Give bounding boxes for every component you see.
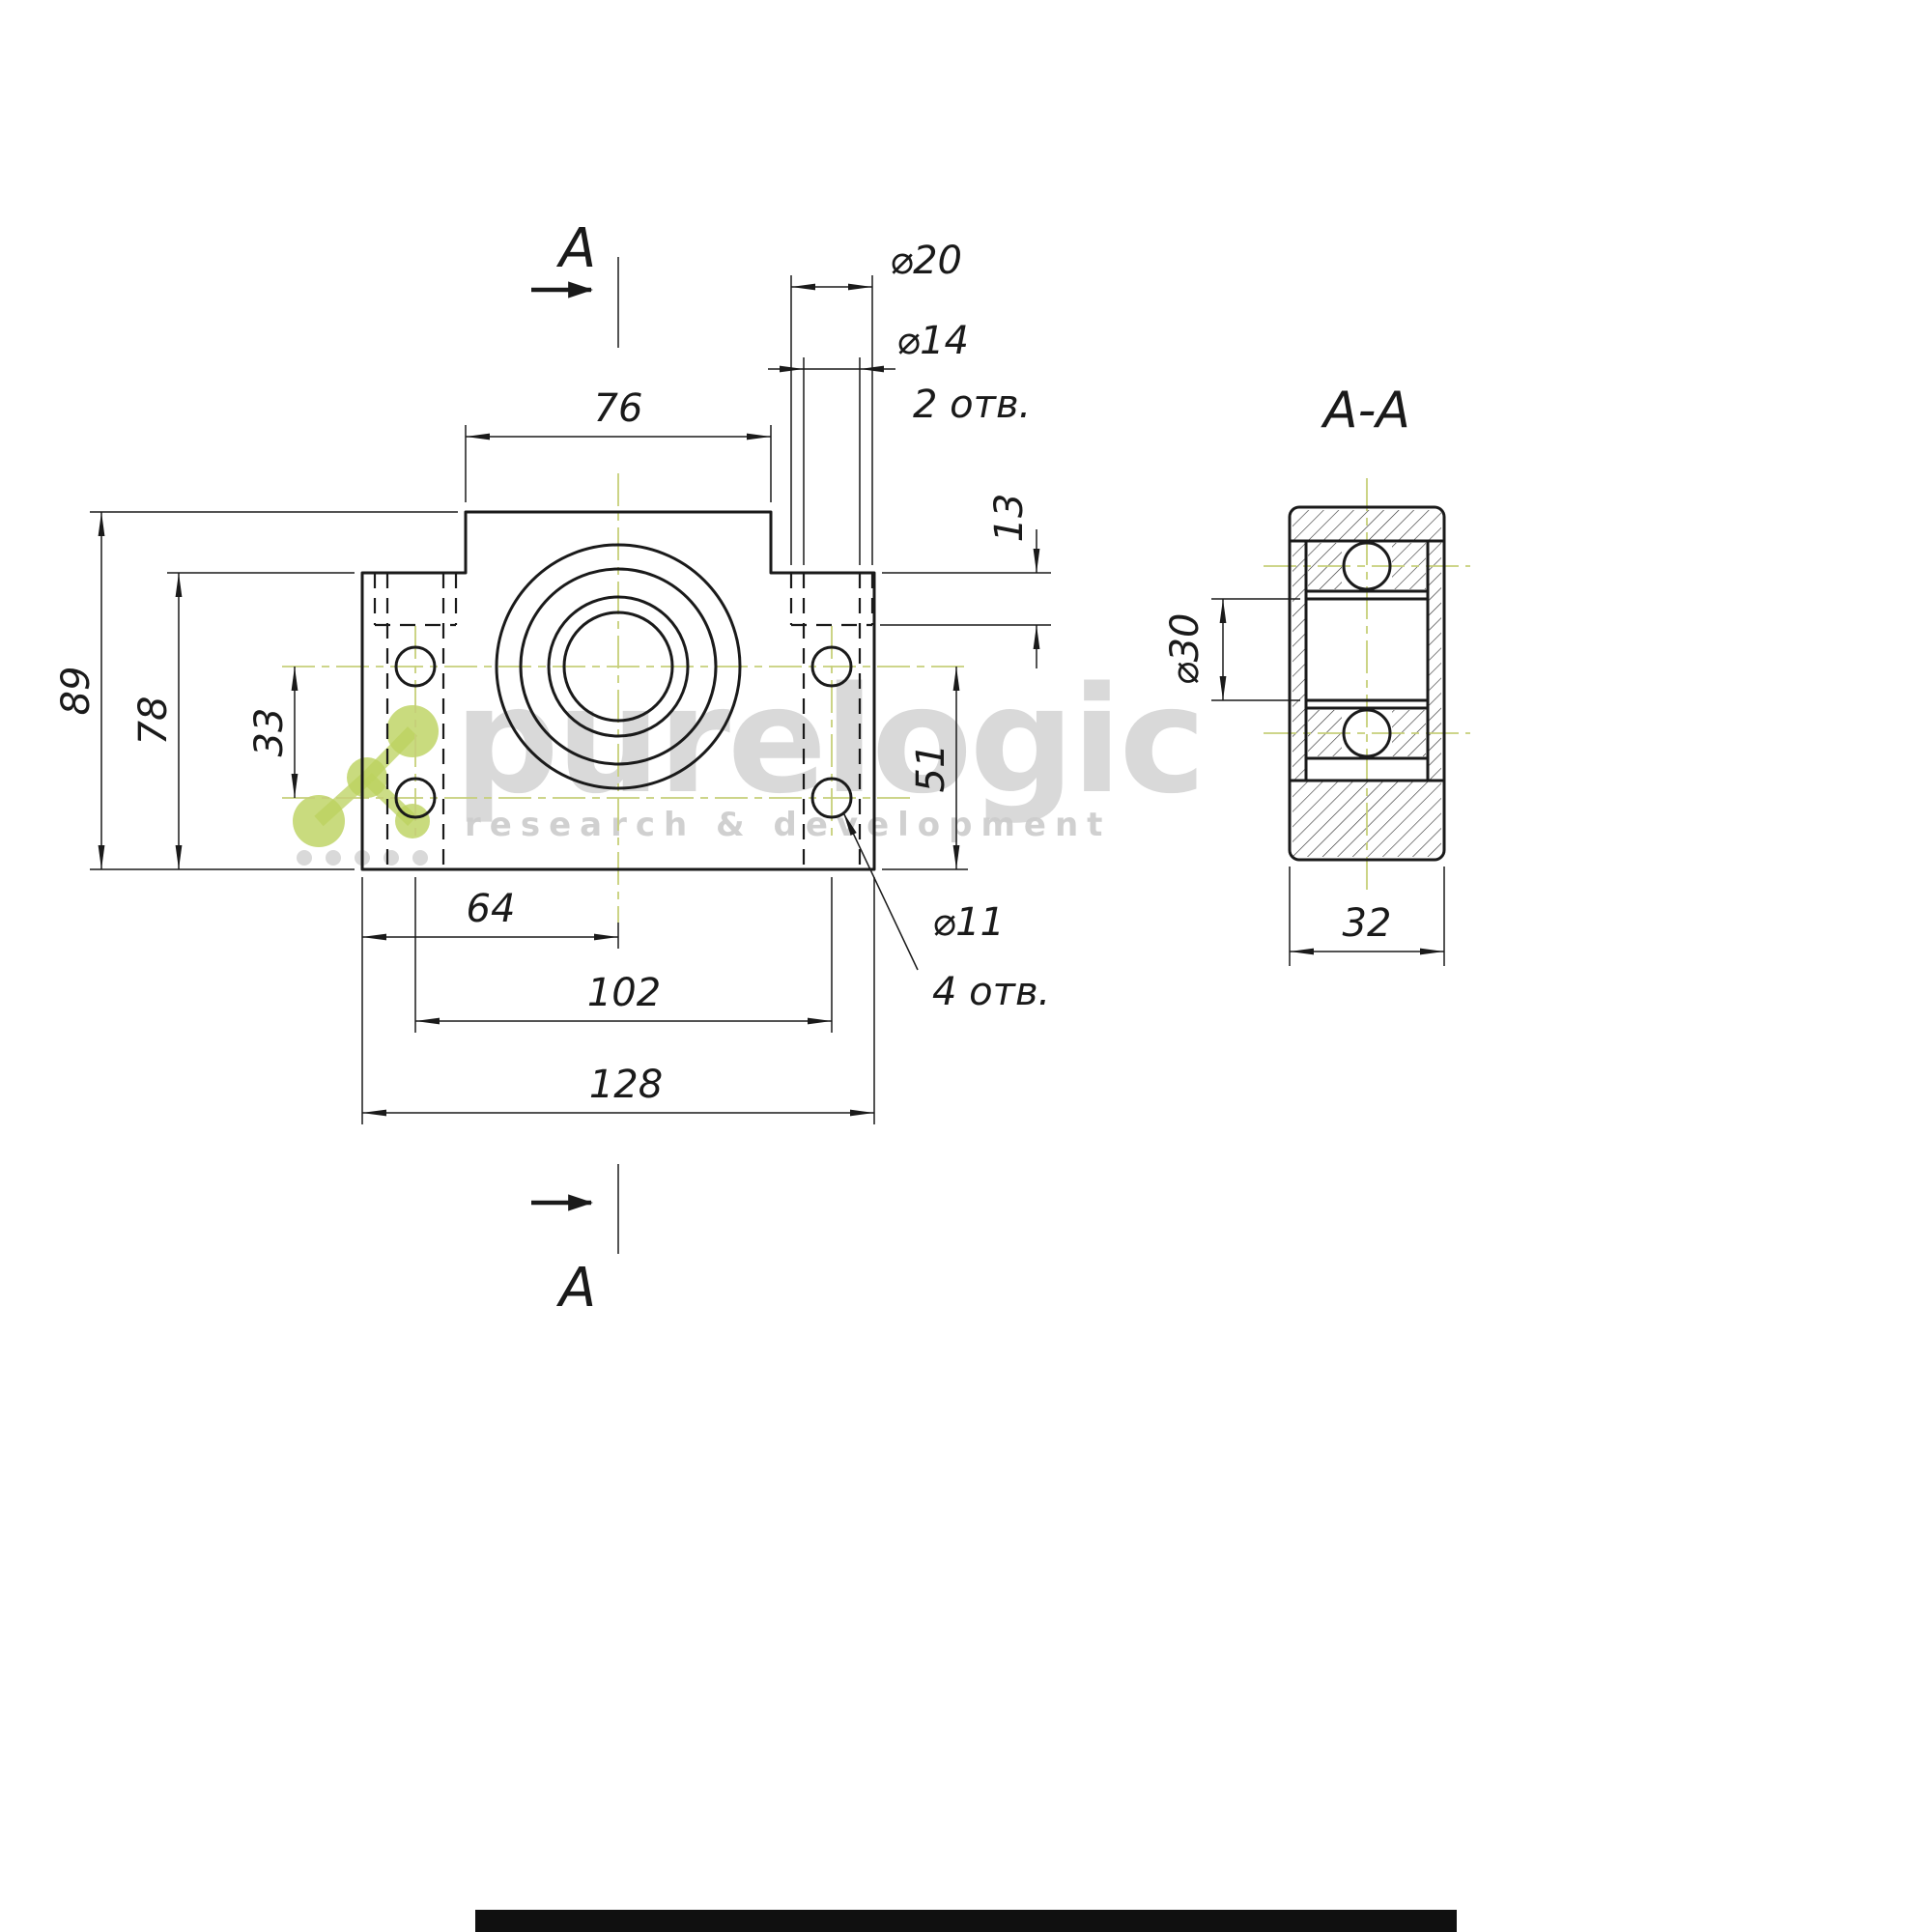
dim-64: 64 [361, 877, 619, 1124]
dim-76-label: 76 [594, 386, 643, 431]
dim-32-label: 32 [1343, 901, 1392, 946]
dim-dia14-note: 2 отв. [913, 383, 1031, 427]
section-view: A-A [1163, 382, 1470, 966]
dim-dia11-label: ⌀11 [932, 900, 1005, 945]
dim-dia20-label: ⌀20 [890, 239, 962, 283]
dim-51: 51 [882, 667, 968, 870]
dim-dia11: ⌀11 4 отв. [842, 811, 1050, 1014]
hidden-hole-lines [373, 573, 874, 867]
watermark-logo-icon [293, 705, 439, 866]
dim-dia30: ⌀30 [1163, 598, 1300, 701]
dim-51-label: 51 [909, 744, 953, 793]
watermark-tagline: research & development [465, 806, 1112, 844]
front-view: A A 76 89 [54, 217, 1051, 1320]
bearing-bottom [1304, 706, 1430, 760]
dim-76: 76 [465, 386, 772, 502]
dim-dia11-note: 4 отв. [932, 970, 1050, 1014]
dim-dia14-label: ⌀14 [896, 319, 969, 363]
front-view-centerlines [282, 473, 971, 923]
dim-dia14: ⌀14 2 отв. [768, 319, 1031, 565]
dim-33: 33 [247, 667, 298, 798]
dim-128: 128 [362, 877, 875, 1124]
dim-13: 13 [880, 494, 1051, 668]
flange-holes [394, 645, 853, 819]
dim-13-label: 13 [987, 494, 1032, 543]
dim-102: 102 [414, 877, 833, 1033]
bore-circles [495, 543, 742, 790]
bottom-banner [475, 1910, 1457, 1932]
section-view-title: A-A [1321, 382, 1410, 440]
housing-outline [360, 510, 876, 871]
dim-dia30-label: ⌀30 [1163, 613, 1208, 686]
dim-64-label: 64 [467, 887, 516, 931]
watermark-dot-row [297, 850, 428, 866]
dim-33-label: 33 [247, 708, 292, 757]
bearing-top [1304, 539, 1430, 593]
section-cut-bottom: A [531, 1164, 619, 1320]
dim-128-label: 128 [589, 1063, 663, 1107]
section-letter-bottom: A [556, 1257, 596, 1320]
dim-102-label: 102 [587, 971, 661, 1015]
section-centerlines [1264, 478, 1470, 891]
dim-78-label: 78 [131, 696, 176, 746]
dim-78: 78 [131, 572, 355, 869]
dim-dia20: ⌀20 [790, 239, 962, 565]
dim-89-label: 89 [54, 667, 99, 716]
dim-32: 32 [1289, 867, 1445, 966]
dim-89: 89 [54, 511, 458, 870]
section-letter-top: A [556, 217, 596, 280]
bore-lines [1306, 597, 1428, 702]
section-cut-top: A [531, 217, 619, 348]
